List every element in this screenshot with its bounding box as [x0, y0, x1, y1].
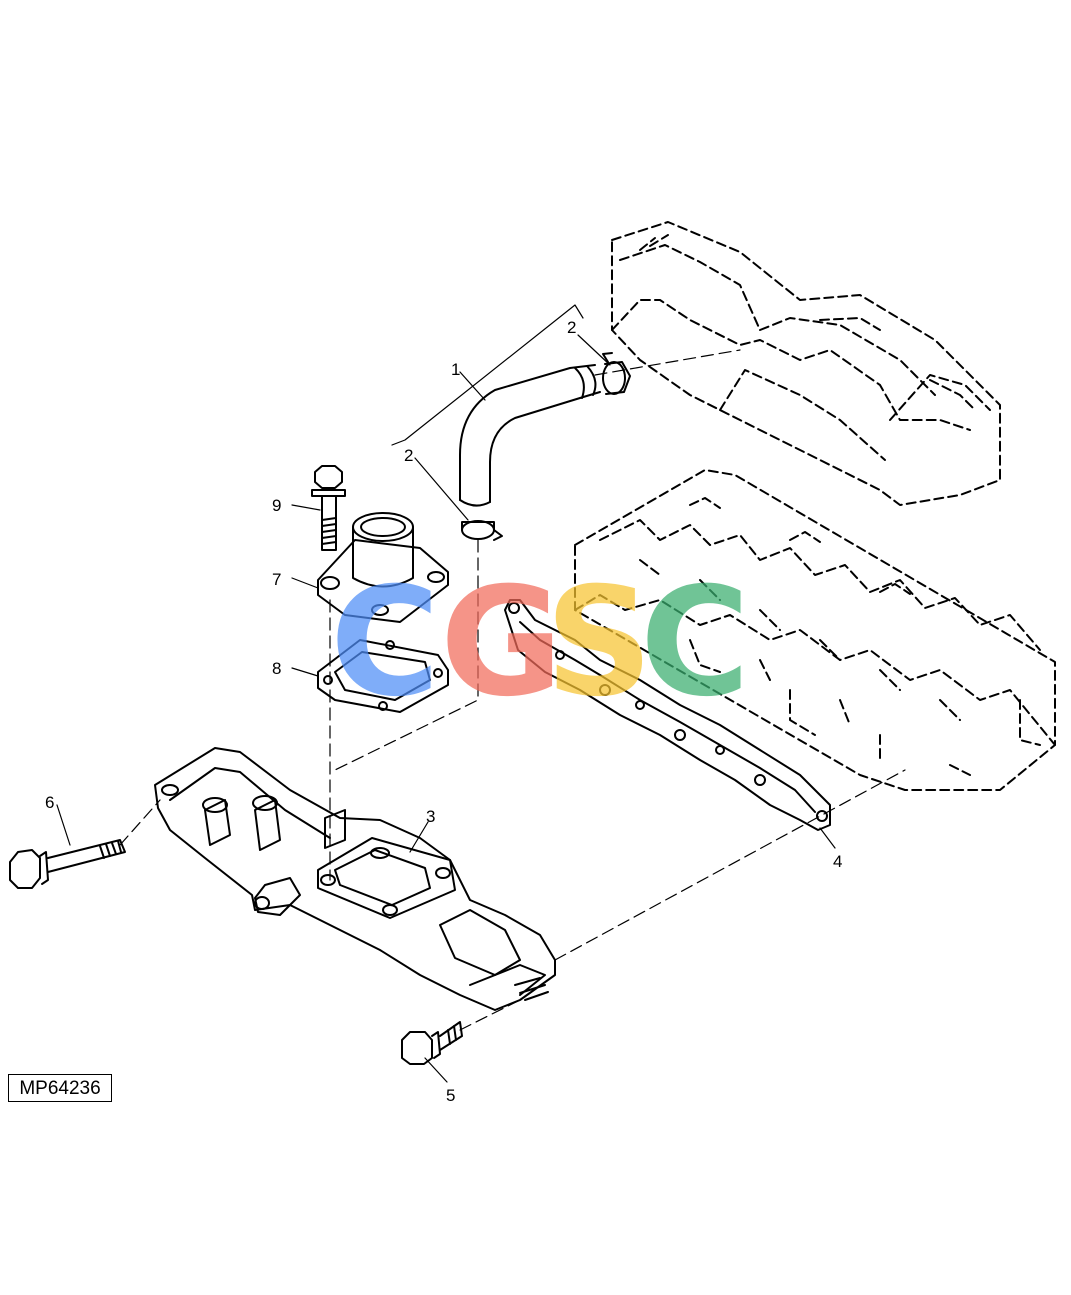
intake-manifold	[154, 747, 556, 1011]
flange-bolt	[311, 465, 346, 551]
watermark-letter-3: S	[545, 556, 653, 730]
coolant-hose	[459, 364, 601, 507]
callout-7: 7	[272, 570, 281, 589]
manifold-gasket	[504, 599, 831, 831]
thermostat-gasket	[317, 639, 449, 713]
valve-cover-phantom	[611, 221, 1001, 506]
watermark: C G S C	[330, 556, 750, 730]
hose-clamp-lower	[461, 520, 503, 541]
callout-3: 3	[426, 807, 435, 826]
callout-8: 8	[272, 659, 281, 678]
hose-clamp-upper	[602, 352, 631, 395]
callout-4: 4	[833, 852, 842, 871]
callouts: 1 2 2 3 4 5 6 7 8 9	[45, 318, 842, 1105]
callout-6: 6	[45, 793, 54, 812]
callout-2-upper: 2	[567, 318, 576, 337]
manifold-bolt-long	[9, 839, 126, 889]
watermark-letter-4: C	[640, 556, 750, 730]
callout-9: 9	[272, 496, 281, 515]
callout-1: 1	[451, 360, 460, 379]
callout-2-lower: 2	[404, 446, 413, 465]
figure-reference-code: MP64236	[8, 1074, 112, 1102]
leader-lines	[56, 304, 836, 1083]
manifold-bolt-short	[401, 1021, 463, 1065]
callout-5: 5	[446, 1086, 455, 1105]
thermostat-housing	[317, 512, 449, 623]
assembly-lines	[119, 349, 906, 1031]
watermark-letter-1: C	[330, 556, 440, 730]
watermark-letter-2: G	[440, 556, 563, 730]
cylinder-head-phantom	[574, 469, 1056, 791]
